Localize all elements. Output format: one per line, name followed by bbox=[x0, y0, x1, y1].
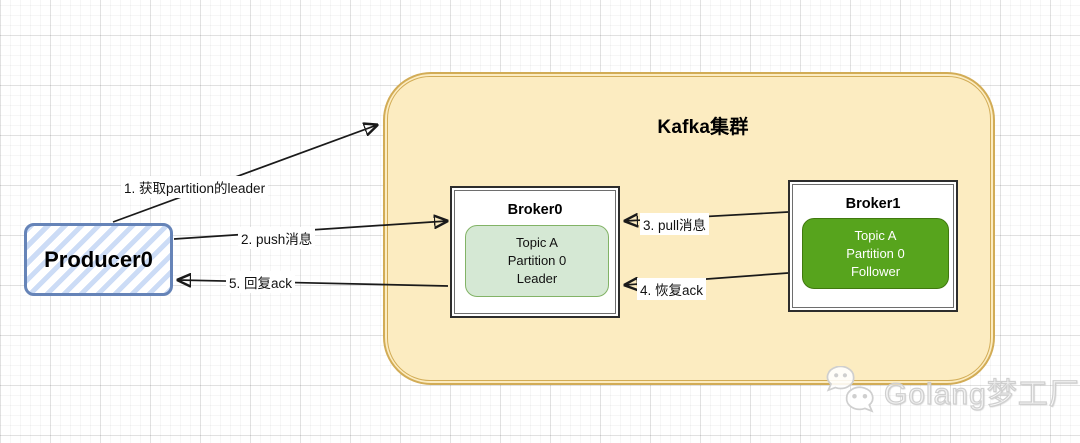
partition-leader-node: Topic A Partition 0 Leader bbox=[465, 225, 609, 297]
edge-label-get-leader: 1. 获取partition的leader bbox=[121, 176, 269, 198]
edge-label-reply-ack: 5. 回复ack bbox=[226, 271, 296, 293]
broker1-node: Broker1 Topic A Partition 0 Follower bbox=[788, 180, 958, 312]
partition-line: Follower bbox=[850, 263, 901, 279]
broker0-title: Broker0 bbox=[507, 202, 563, 218]
cluster-title: Kafka集群 bbox=[657, 117, 749, 138]
partition-line: Leader bbox=[516, 271, 558, 286]
producer-label: Producer0 bbox=[44, 246, 153, 272]
edge-label-recover-ack: 4. 恢复ack bbox=[637, 278, 707, 300]
edge-label-push: 2. push消息 bbox=[238, 227, 316, 249]
edge-label-pull: 3. pull消息 bbox=[640, 213, 710, 235]
edge-get-leader-arrow bbox=[112, 125, 377, 223]
broker1-title: Broker1 bbox=[845, 196, 901, 212]
partition-line: Topic A bbox=[516, 235, 558, 250]
partition-line: Partition 0 bbox=[507, 253, 567, 268]
broker0-node: Broker0 Topic A Partition 0 Leader bbox=[450, 186, 620, 318]
producer-node: Producer0 bbox=[24, 223, 173, 296]
partition-line: Partition 0 bbox=[846, 245, 905, 261]
partition-follower-node: Topic A Partition 0 Follower bbox=[802, 218, 949, 289]
partition-line: Topic A bbox=[854, 227, 897, 243]
